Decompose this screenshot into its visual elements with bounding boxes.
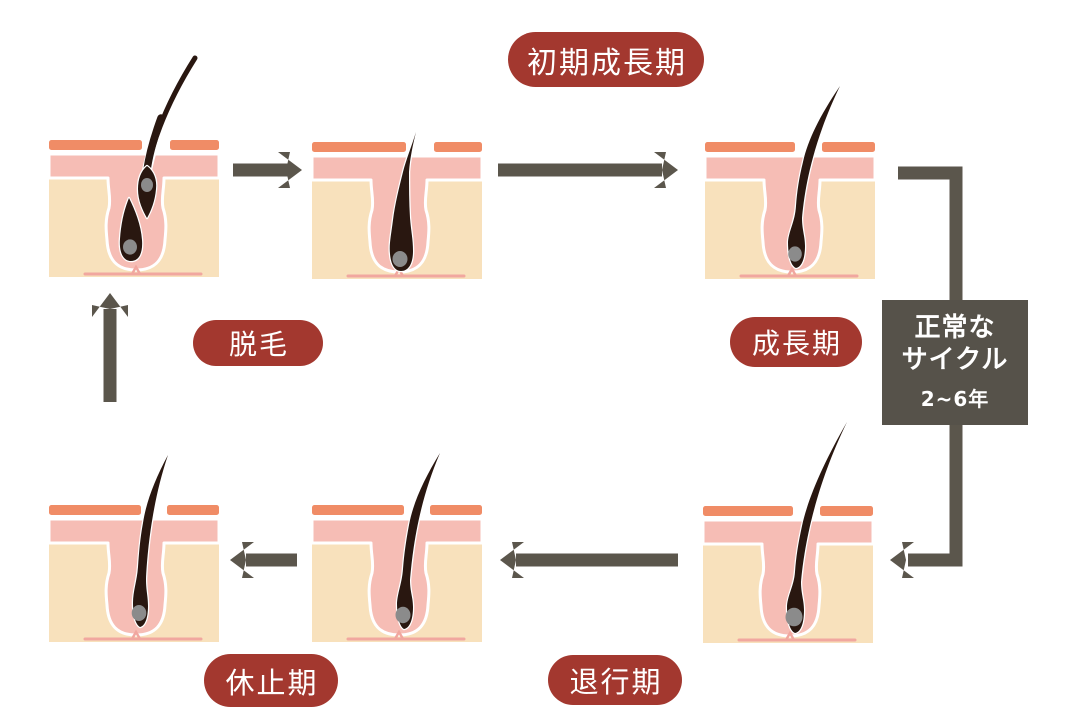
hair-shaft [395,451,442,631]
follicle-base-notch [130,264,142,275]
label-regression-phase: 退行期 [548,655,682,705]
hair-bulb [788,246,802,262]
follicle-base-notch [393,629,405,640]
label-rest-phase: 休止期 [204,654,338,707]
arrow-right-shaft [233,163,288,177]
skin-surface-right [820,506,873,516]
skin-cross-section [310,130,484,321]
skin-cross-section [47,53,221,319]
cycle-box-duration: 2~6年 [920,386,990,411]
epidermis-and-follicle [310,517,484,637]
skin-surface-right [170,140,219,150]
hair-bulb [131,605,147,621]
arrow-up-icon [92,293,128,317]
epidermis-and-follicle [703,154,877,274]
follicle-base-notch [784,630,796,641]
arrow-left-shaft [516,553,678,567]
arrow-left-icon [230,542,254,578]
skin-surface-left [705,142,795,152]
hair-shaft [131,453,170,629]
arrow-right-icon [654,152,678,188]
arrow-left-icon [500,542,524,578]
skin-surface-right [822,142,875,152]
cycle-box-line1: 正常な [914,313,996,344]
skin-illustration-growth [703,7,877,321]
skin-illustration-shedding-and-regrowth [47,5,221,319]
skin-cross-section [701,420,875,685]
epidermis-and-follicle [701,518,875,638]
follicle-base-notch [130,629,142,640]
hair-shaft [388,130,418,273]
arrow-left-icon [890,542,914,578]
follicle-base-notch [786,266,798,277]
skin-surface-left [312,505,404,515]
skin-surface-right [430,505,482,515]
skin-surface-right [434,142,482,152]
skin-surface-right [167,505,219,515]
hair-bulb [392,251,408,267]
skin-cross-section [310,451,484,684]
skin-surface-left [49,505,141,515]
arrow-right-icon [278,152,302,188]
skin-illustration-rest [310,370,484,684]
hair-shaft [786,84,842,270]
label-growth-phase: 成長期 [730,317,862,367]
label-early-growth-phase: 初期成長期 [508,32,704,87]
skin-illustration-regression [701,371,875,685]
skin-illustration-early-growth [310,7,484,321]
cycle-box-line2: サイクル [901,345,1009,375]
skin-cross-section [703,84,877,321]
skin-surface-left [312,142,406,152]
skin-illustration-late-rest [47,370,221,684]
arrow-right-shaft [498,163,662,177]
normal-cycle-box: 正常な サイクル 2~6年 [882,300,1028,425]
skin-surface-left [703,506,793,516]
epidermis-and-follicle [47,517,221,637]
hair-bulb [395,606,411,624]
hair-bulb [785,607,803,627]
skin-surface-left [49,140,142,150]
arrow-left-shaft [246,553,297,567]
label-shedding: 脱毛 [193,320,323,366]
skin-cross-section [47,453,221,684]
